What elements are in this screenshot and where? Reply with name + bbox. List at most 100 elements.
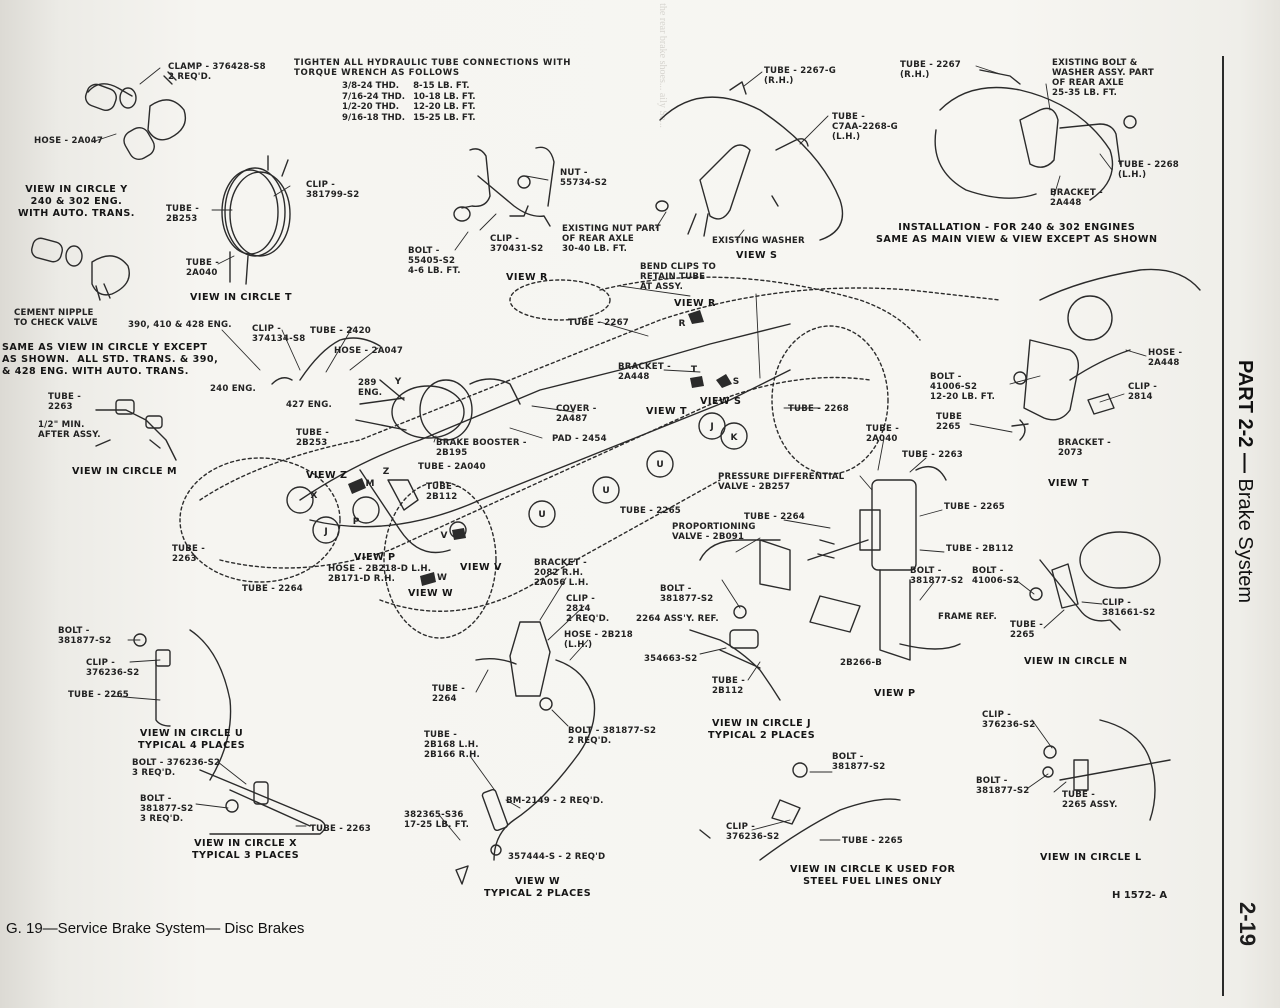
callout-letter: S bbox=[733, 377, 739, 387]
tube-label: TUBE - 2265 bbox=[944, 502, 1005, 512]
hose-label: HOSE - 2B218 (L.H.) bbox=[564, 630, 633, 650]
view-circle-l-caption: VIEW IN CIRCLE L bbox=[1040, 852, 1142, 863]
view-w-art bbox=[455, 621, 596, 885]
callout-letter: Y bbox=[394, 377, 402, 387]
callout-letter: T bbox=[691, 365, 698, 375]
tube-label: TUBE - 2263 bbox=[310, 824, 371, 834]
cover-label: COVER - 2A487 bbox=[556, 404, 597, 424]
view-circle-u-caption: VIEW IN CIRCLE U TYPICAL 4 PLACES bbox=[138, 728, 246, 751]
thread-size: 3/8-24 THD. bbox=[342, 81, 400, 91]
view-v-caption: VIEW V bbox=[460, 562, 502, 573]
circle-j-art bbox=[689, 605, 781, 701]
callout-letter: U bbox=[602, 486, 609, 496]
circle-t-coil-art bbox=[221, 155, 291, 285]
tube-label: TUBE - 2B168 L.H. 2B166 R.H. bbox=[424, 730, 480, 760]
circle-m-art bbox=[95, 399, 177, 461]
tube-label: TUBE - 2B112 bbox=[426, 482, 460, 502]
proportioning-valve-label: PROPORTIONING VALVE - 2B091 bbox=[672, 522, 756, 542]
bracket-label: BRACKET - 2082 R.H. 2A056 L.H. bbox=[534, 558, 589, 588]
tube-label: TUBE - 2264 bbox=[242, 584, 303, 594]
bend-clips-note: BEND CLIPS TO RETAIN TUBE AT ASSY. bbox=[640, 262, 716, 292]
clip-label: CLIP - 376236-S2 bbox=[726, 822, 780, 842]
page-number-text: 2-19 bbox=[1235, 902, 1260, 947]
hose-label: HOSE - 2A448 bbox=[1148, 348, 1183, 368]
clip-label: CLIP - 381799-S2 bbox=[306, 180, 360, 200]
bolt-label: 357444-S - 2 REQ'D bbox=[508, 852, 606, 862]
tube-label: TUBE - 2263 bbox=[172, 544, 206, 564]
callout-letter: U bbox=[538, 510, 545, 520]
torque-row: 7/16-24 THD.10-18 LB. FT. bbox=[342, 92, 484, 103]
existing-nut-label: EXISTING NUT PART OF REAR AXLE 30-40 LB.… bbox=[562, 224, 661, 254]
section-title: Brake System bbox=[1234, 478, 1256, 604]
torque-row: 3/8-24 THD.8-15 LB. FT. bbox=[342, 81, 484, 92]
clamp-label: CLAMP - 376428-S8 2 REQ'D. bbox=[168, 62, 266, 82]
tube-label: TUBE - 2265 ASSY. bbox=[1062, 790, 1118, 810]
tube-label: TUBE - C7AA-2268-G (L.H.) bbox=[832, 112, 898, 142]
view-r-main-caption: VIEW R bbox=[674, 298, 716, 309]
view-r-caption: VIEW R bbox=[506, 272, 548, 283]
thread-size: 9/16-18 THD. bbox=[342, 112, 406, 123]
callout-letter: X bbox=[311, 491, 318, 501]
bm-label: BM-2149 - 2 REQ'D. bbox=[506, 796, 604, 806]
tube-label: TUBE - 2B253 bbox=[296, 428, 330, 448]
clip-label: CLIP - 376236-S2 bbox=[86, 658, 140, 678]
engine-label: 390, 410 & 428 ENG. bbox=[128, 320, 232, 330]
tube-label: TUBE - 2A040 bbox=[418, 462, 486, 472]
min-after-label: 1/2" MIN. AFTER ASSY. bbox=[38, 420, 101, 440]
circle-l-art bbox=[1042, 719, 1171, 821]
main-brake-lines bbox=[271, 323, 791, 554]
clip-label: CLIP - 374134-S8 bbox=[252, 324, 306, 344]
view-s-caption: VIEW S bbox=[736, 250, 778, 261]
circle-k-art bbox=[699, 762, 901, 861]
callout-circles bbox=[286, 412, 748, 544]
cement-nipple-label: CEMENT NIPPLE TO CHECK VALVE bbox=[14, 308, 98, 328]
side-rule bbox=[1222, 56, 1224, 996]
callout-letter: V bbox=[441, 531, 448, 541]
torque-table: 3/8-24 THD.8-15 LB. FT. 7/16-24 THD.10-1… bbox=[342, 81, 484, 123]
circle-n-art bbox=[1029, 531, 1161, 631]
circle-u-art bbox=[133, 629, 232, 781]
view-w-caption: VIEW W TYPICAL 2 PLACES bbox=[484, 876, 592, 899]
bolt-label: BOLT - 41006-S2 12-20 LB. FT. bbox=[930, 372, 996, 402]
tube-label: TUBE - 2265 bbox=[842, 836, 903, 846]
view-circle-y-caption: VIEW IN CIRCLE Y 240 & 302 ENG. WITH AUT… bbox=[18, 184, 135, 219]
view-circle-n-caption: VIEW IN CIRCLE N bbox=[1024, 656, 1128, 667]
view-t-main-caption: VIEW T bbox=[646, 406, 688, 417]
view-t-caption: VIEW T bbox=[1048, 478, 1090, 489]
bolt-label: BOLT - 381877-S2 bbox=[832, 752, 886, 772]
callout-letter: M bbox=[366, 479, 375, 489]
engine-label: 240 ENG. bbox=[210, 384, 256, 394]
bolt-label: BOLT - 376236-S2 3 REQ'D. bbox=[132, 758, 221, 778]
clip-label: CLIP - 370431-S2 bbox=[490, 234, 544, 254]
frame-ref-label: FRAME REF. bbox=[938, 612, 997, 622]
bolt-label: BOLT - 381877-S2 bbox=[910, 566, 964, 586]
clip-label: CLIP - 376236-S2 bbox=[982, 710, 1036, 730]
hose-label: HOSE - 2B218-D L.H. 2B171-D R.H. bbox=[328, 564, 432, 584]
thread-size: 7/16-24 THD. bbox=[342, 91, 406, 102]
figure-code: H 1572- A bbox=[1112, 890, 1168, 901]
callout-letter: R bbox=[679, 319, 686, 329]
page-number: 2-19 bbox=[1228, 902, 1268, 962]
callout-letter: J bbox=[709, 422, 713, 432]
tube-label: TUBE - 2268 (L.H.) bbox=[1118, 160, 1179, 180]
pad-label: PAD - 2454 bbox=[552, 434, 607, 444]
callout-letter: W bbox=[437, 573, 447, 583]
view-z-caption: VIEW Z bbox=[306, 470, 348, 481]
figure-caption: G. 19—Service Brake System— Disc Brakes bbox=[6, 920, 305, 937]
part-number: PART 2-2 bbox=[1234, 360, 1256, 448]
view-arrows bbox=[348, 310, 732, 586]
tube-label: TUBE - 2B112 bbox=[946, 544, 1014, 554]
installation-caption: INSTALLATION - FOR 240 & 302 ENGINES SAM… bbox=[876, 222, 1158, 245]
tube-label: TUBE - 2265 bbox=[1010, 620, 1044, 640]
tube-label: TUBE - 2265 bbox=[68, 690, 129, 700]
title-dash: — bbox=[1234, 447, 1256, 479]
tube-label: TUBE - 2B112 bbox=[712, 676, 746, 696]
view-circle-t-caption: VIEW IN CIRCLE T bbox=[190, 292, 292, 303]
tube-label: TUBE - 2268 bbox=[788, 404, 849, 414]
bolt-label: BOLT - 381877-S2 3 REQ'D. bbox=[140, 794, 194, 824]
callout-letter: P bbox=[353, 517, 360, 527]
view-p-art bbox=[699, 466, 961, 661]
cement-nipple-art bbox=[31, 237, 130, 301]
hose-label: HOSE - 2A047 bbox=[34, 136, 104, 146]
torque-row: 1/2-20 THD.12-20 LB. FT. bbox=[342, 102, 484, 113]
